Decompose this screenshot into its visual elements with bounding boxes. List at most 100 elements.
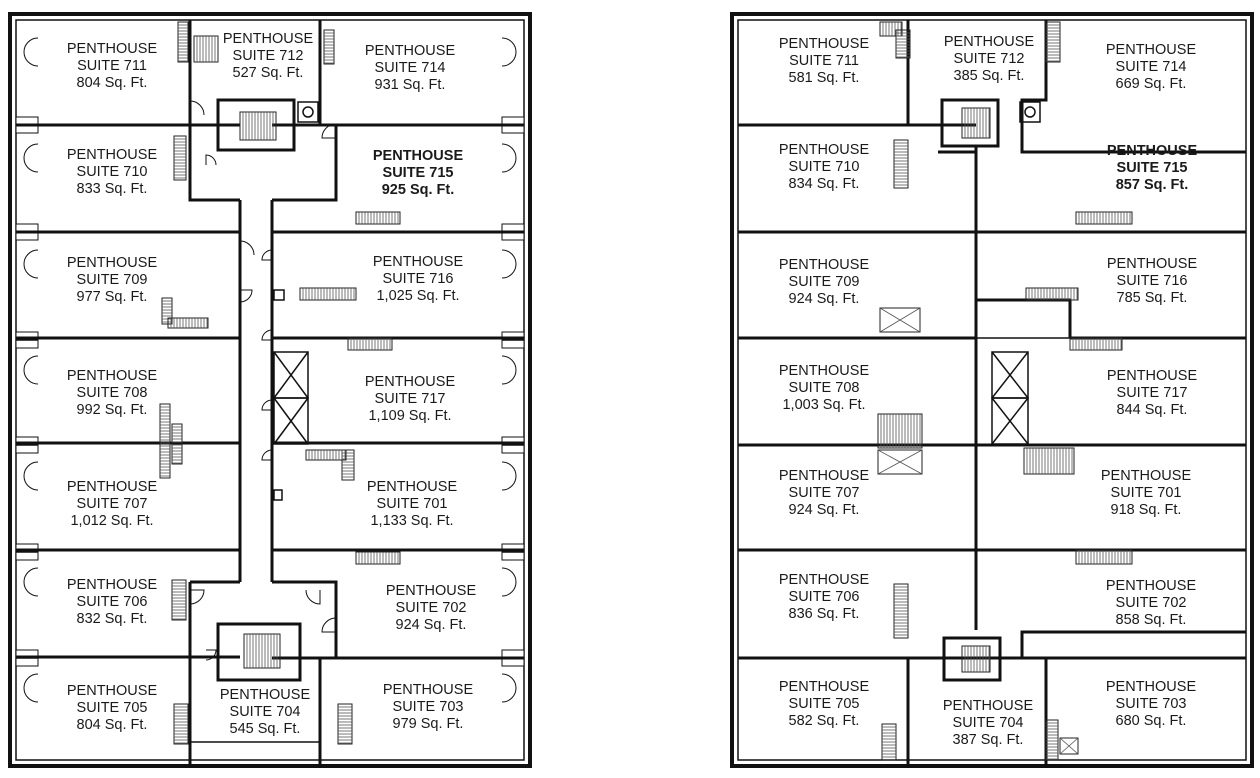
suite-area: 931 Sq. Ft.: [375, 77, 446, 93]
suite-area: 527 Sq. Ft.: [233, 65, 304, 81]
stair-outline: [323, 29, 335, 65]
window-bay: [501, 543, 525, 561]
door-swing: [261, 249, 273, 261]
stairs: [355, 211, 401, 225]
stairs: [1075, 211, 1133, 225]
stair-outline: [1069, 337, 1123, 351]
stair-outline: [337, 703, 353, 745]
suite-title: PENTHOUSE: [386, 583, 477, 599]
suite-title: PENTHOUSE: [365, 43, 456, 59]
suite-number: SUITE 707: [77, 496, 148, 512]
suite-title: PENTHOUSE: [779, 142, 870, 158]
suite-area: 669 Sq. Ft.: [1116, 76, 1187, 92]
stairs: [347, 337, 393, 351]
suite-title: PENTHOUSE: [373, 148, 464, 164]
stairs: [167, 317, 209, 329]
suite-title: PENTHOUSE: [365, 374, 456, 390]
stairs: [171, 579, 187, 621]
suite-number: SUITE 708: [789, 380, 860, 396]
suite-area: 804 Sq. Ft.: [77, 75, 148, 91]
suite-area: 804 Sq. Ft.: [77, 717, 148, 733]
stairs: [881, 723, 897, 761]
suite-title: PENTHOUSE: [779, 468, 870, 484]
stair-outline: [877, 413, 923, 449]
stair-outline: [895, 29, 911, 59]
stairs: [961, 645, 991, 673]
suite-area: 924 Sq. Ft.: [396, 617, 467, 633]
door-swing: [305, 589, 321, 605]
stair-outline: [355, 211, 401, 225]
door-swing: [239, 289, 253, 303]
suite-number: SUITE 701: [1111, 485, 1182, 501]
stair-outline: [961, 107, 991, 139]
door-swing: [261, 399, 273, 411]
suite-area: 977 Sq. Ft.: [77, 289, 148, 305]
suite-title: PENTHOUSE: [1107, 256, 1198, 272]
suite-number: SUITE 705: [789, 696, 860, 712]
door-swing: [261, 449, 273, 461]
wall: [906, 20, 940, 127]
elevator-cross: [273, 351, 309, 399]
suite-title: PENTHOUSE: [67, 577, 158, 593]
stairs: [341, 449, 355, 481]
suite-number: SUITE 716: [383, 271, 454, 287]
stair-outline: [1045, 719, 1059, 761]
wall: [1020, 20, 1246, 154]
window-arc: [23, 567, 39, 597]
stair-outline: [167, 317, 209, 329]
door-swing: [189, 589, 205, 605]
suite-number: SUITE 704: [953, 715, 1024, 731]
suite-title: PENTHOUSE: [779, 363, 870, 379]
stairs: [239, 111, 277, 141]
door-swing: [321, 617, 337, 633]
suite-title: PENTHOUSE: [1107, 143, 1198, 159]
stair-outline: [305, 449, 347, 461]
suite-area: 925 Sq. Ft.: [382, 182, 455, 198]
stairs: [305, 449, 347, 461]
stairs: [893, 139, 909, 189]
suite-title: PENTHOUSE: [67, 255, 158, 271]
suite-area: 918 Sq. Ft.: [1111, 502, 1182, 518]
stair-core-top: [216, 98, 296, 152]
suite-title: PENTHOUSE: [220, 687, 311, 703]
elevator-cross: [991, 351, 1029, 399]
stairs: [1075, 549, 1133, 565]
suite-area: 1,133 Sq. Ft.: [370, 513, 453, 529]
suite-area: 992 Sq. Ft.: [77, 402, 148, 418]
suite-number: SUITE 709: [789, 274, 860, 290]
stair-outline: [159, 403, 171, 479]
chute: [273, 289, 285, 301]
stairs: [879, 307, 921, 333]
suite-area: 924 Sq. Ft.: [789, 291, 860, 307]
stairs: [893, 583, 909, 639]
stairs: [243, 633, 281, 669]
stairs: [173, 135, 187, 181]
suite-area: 582 Sq. Ft.: [789, 713, 860, 729]
suite-area: 834 Sq. Ft.: [789, 176, 860, 192]
shaft-top: [1019, 101, 1041, 123]
suite-number: SUITE 710: [789, 159, 860, 175]
suite-number: SUITE 712: [954, 51, 1025, 67]
stair-outline: [879, 21, 903, 37]
elevator-shaft: [273, 397, 309, 445]
suite-number: SUITE 702: [1116, 595, 1187, 611]
stairs: [1045, 21, 1061, 63]
suite-number: SUITE 717: [375, 391, 446, 407]
window-arc: [23, 355, 39, 385]
stair-outline: [1025, 287, 1079, 301]
